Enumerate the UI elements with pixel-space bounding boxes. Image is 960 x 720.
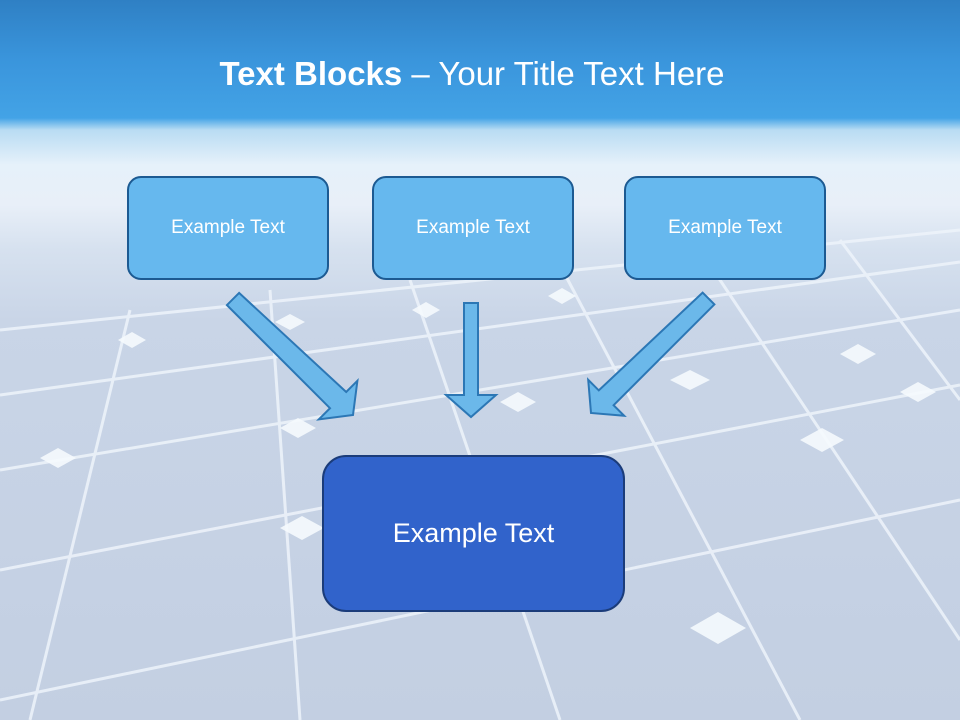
arrow-left-icon xyxy=(225,291,359,421)
slide-title: Text Blocks – Your Title Text Here xyxy=(0,55,944,93)
text-block-main-label: Example Text xyxy=(392,518,555,548)
text-block-left[interactable]: Example Text xyxy=(127,176,329,280)
text-block-right[interactable]: Example Text xyxy=(624,176,826,280)
text-block-center-label: Example Text xyxy=(416,217,530,238)
title-bold-part: Text Blocks xyxy=(219,55,403,92)
text-block-right-label: Example Text xyxy=(668,217,782,238)
arrow-center-icon xyxy=(443,302,499,419)
title-rest-part: Your Title Text Here xyxy=(438,55,725,92)
arrow-right-icon xyxy=(586,291,716,418)
text-block-main[interactable]: Example Text xyxy=(322,455,625,612)
title-separator: – xyxy=(402,55,439,92)
text-block-center[interactable]: Example Text xyxy=(372,176,574,280)
text-block-left-label: Example Text xyxy=(171,217,285,238)
